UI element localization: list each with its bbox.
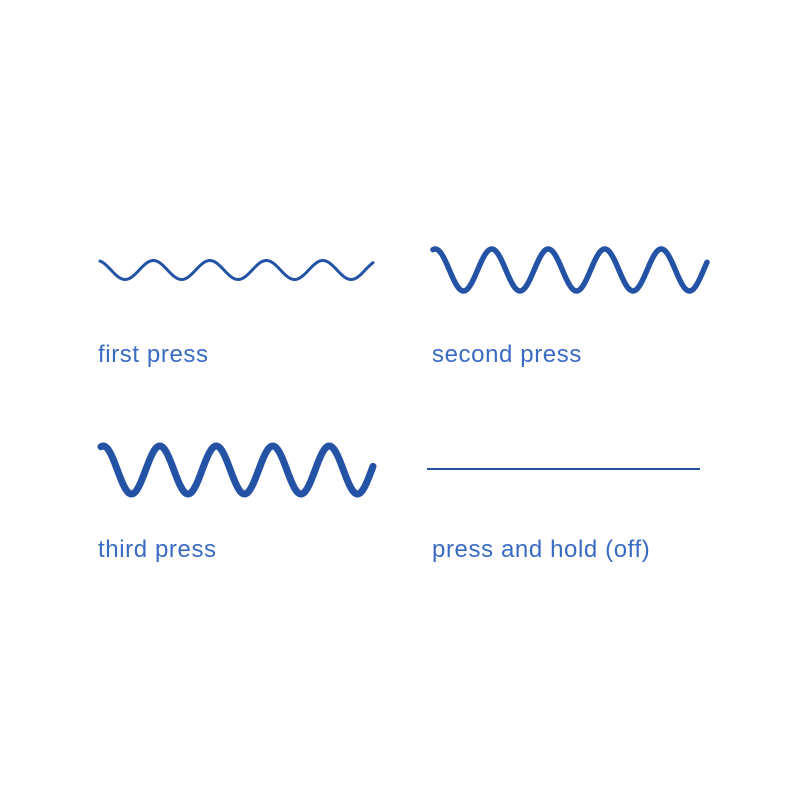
high-intensity-wave-icon [97,442,377,498]
press-and-hold-off-label: press and hold (off) [432,536,651,563]
second-press-label: second press [432,341,582,368]
medium-intensity-wave-icon [430,246,710,294]
third-press-label: third press [98,536,217,563]
low-intensity-wave-icon [98,259,375,281]
first-press-label: first press [98,341,209,368]
